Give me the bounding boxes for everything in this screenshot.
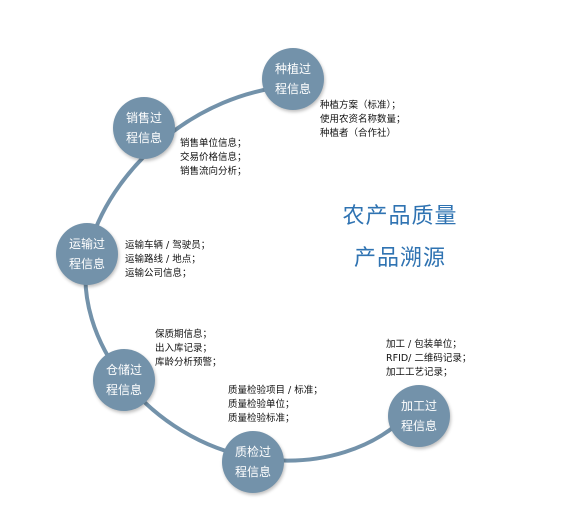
stage-processing-note: 加工 / 包装单位； xyxy=(386,339,462,350)
stage-inspection-node: 质检过 程信息 xyxy=(222,431,284,493)
stage-planting-label-line1: 种植过 xyxy=(274,62,311,76)
stage-processing-node: 加工过 程信息 xyxy=(388,385,450,447)
stage-inspection-label-line2: 程信息 xyxy=(234,465,271,479)
stage-transport-notes: 运输车辆 / 驾驶员； 运输路线 / 地点； 运输公司信息； xyxy=(125,239,210,281)
stage-inspection-note: 质量检验项目 / 标准； xyxy=(228,385,323,396)
stage-storage-note: 库龄分析预警； xyxy=(155,357,222,368)
stage-inspection-notes: 质量检验项目 / 标准； 质量检验单位； 质量检验标准； xyxy=(228,384,323,426)
stage-sales-label-line1: 销售过 xyxy=(125,111,162,125)
stage-transport-label-line2: 程信息 xyxy=(68,257,105,271)
stage-transport-note: 运输车辆 / 驾驶员； xyxy=(125,240,211,251)
stage-storage-note: 出入库记录； xyxy=(155,343,213,354)
stage-planting-label-line2: 程信息 xyxy=(274,82,311,96)
stage-planting-node: 种植过 程信息 xyxy=(262,48,324,110)
stage-planting-note: 种植者（合作社） xyxy=(320,128,397,139)
stage-sales-notes: 销售单位信息； 交易价格信息； 销售流向分析； xyxy=(180,137,247,179)
stage-storage-label-line2: 程信息 xyxy=(105,383,142,397)
stage-storage-notes: 保质期信息； 出入库记录； 库龄分析预警； xyxy=(155,328,222,370)
stage-processing-notes: 加工 / 包装单位； RFID/ 二维码记录； 加工工艺记录； xyxy=(386,338,471,380)
stage-transport-label-line1: 运输过 xyxy=(68,237,105,251)
diagram-title-line2: 产品溯源 xyxy=(353,246,447,271)
stage-planting-note: 使用农资名称数量； xyxy=(320,114,406,125)
stage-planting-note: 种植方案（标准）； xyxy=(320,100,401,111)
stage-processing-note: 加工工艺记录； xyxy=(386,367,453,378)
stage-sales-note: 交易价格信息； xyxy=(180,152,247,163)
stage-processing-label-line2: 程信息 xyxy=(400,419,437,433)
stage-processing-note: RFID/ 二维码记录； xyxy=(386,353,472,364)
diagram-title-line1: 农产品质量 xyxy=(342,204,458,229)
stage-sales-node: 销售过 程信息 xyxy=(113,97,175,159)
stage-storage-label-line1: 仓储过 xyxy=(105,363,142,377)
stage-sales-label-line2: 程信息 xyxy=(125,131,162,145)
stage-transport-note: 运输路线 / 地点； xyxy=(125,254,201,265)
stage-inspection-note: 质量检验单位； xyxy=(228,399,295,410)
stage-transport-node: 运输过 程信息 xyxy=(56,223,118,285)
stage-planting-notes: 种植方案（标准）； 使用农资名称数量； 种植者（合作社） xyxy=(320,99,406,141)
stage-processing-label-line1: 加工过 xyxy=(400,399,437,413)
stage-transport-note: 运输公司信息； xyxy=(125,268,192,279)
stage-inspection-label-line1: 质检过 xyxy=(234,445,271,459)
stage-storage-node: 仓储过 程信息 xyxy=(93,349,155,411)
stage-sales-note: 销售单位信息； xyxy=(180,138,247,149)
diagram-title: 农产品质量 产品溯源 xyxy=(342,196,457,280)
stage-inspection-note: 质量检验标准； xyxy=(228,413,295,424)
stage-sales-note: 销售流向分析； xyxy=(180,166,247,177)
stage-storage-note: 保质期信息； xyxy=(155,329,213,340)
